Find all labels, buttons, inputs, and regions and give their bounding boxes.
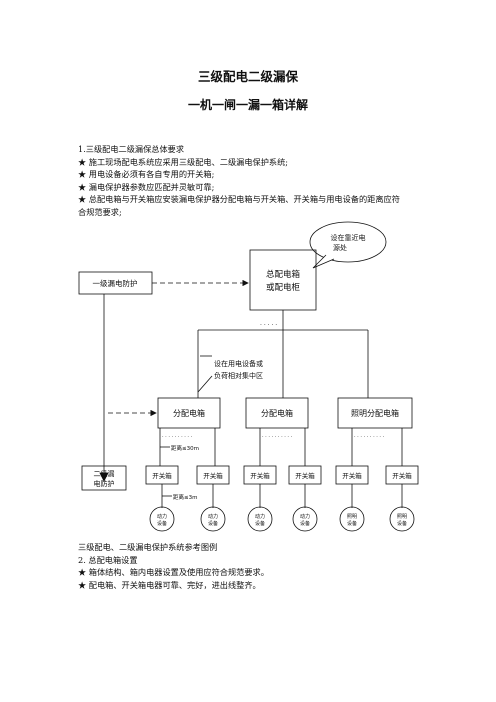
level2-protection-box bbox=[81, 465, 127, 491]
callout-text: 源处 bbox=[333, 243, 347, 252]
section-main-box-settings: 三级配电、二级漏电保护系统参考图例 2. 总配电箱设置 ★ 箱体结构、箱内电器设… bbox=[78, 541, 428, 591]
main-distribution-box bbox=[249, 249, 317, 311]
distribution-box-label: 分配电箱 bbox=[173, 408, 205, 418]
level1-label: 一级漏电防护 bbox=[93, 278, 138, 288]
distribution-box-2 bbox=[245, 397, 309, 429]
device-label: 设备 bbox=[397, 520, 407, 527]
branch-dots: · · · · · · · · · · bbox=[262, 434, 293, 440]
main-box-label: 总配电箱 bbox=[266, 269, 301, 280]
device-label: 设备 bbox=[208, 520, 218, 527]
document-subtitle: 一机一闸一漏一箱详解 bbox=[187, 98, 308, 112]
bus-dots: · · · · · bbox=[260, 322, 277, 329]
device-label: 动力 bbox=[300, 513, 310, 520]
document-title: 三级配电二级漏保 bbox=[197, 69, 298, 84]
level1-arrowhead bbox=[99, 472, 109, 482]
device-label: 照明 bbox=[347, 514, 357, 520]
callout-text: 设在靠近电 bbox=[331, 233, 366, 242]
bullet-item: ★ 漏电保护器参数应匹配并灵敏可靠; bbox=[78, 181, 215, 192]
device-circle bbox=[389, 506, 415, 532]
device-label: 设备 bbox=[157, 520, 167, 527]
switch-box-label: 开关箱 bbox=[250, 471, 270, 480]
main-box-label: 或配电柜 bbox=[266, 282, 301, 293]
section-heading: 2. 总配电箱设置 bbox=[78, 554, 138, 565]
distance-30-label: 距离≤30m bbox=[171, 444, 199, 452]
section-heading: 1.三级配电二级漏保总体要求 bbox=[78, 144, 185, 154]
device-label: 动力 bbox=[157, 513, 167, 520]
switch-box-label: 开关箱 bbox=[342, 471, 362, 480]
device-label: 动力 bbox=[208, 513, 218, 520]
distribution-box-1 bbox=[157, 397, 221, 429]
note-text: 负荷相对集中区 bbox=[214, 371, 263, 380]
distance-3-label: 距离≤3m bbox=[173, 493, 197, 501]
device-circle bbox=[200, 506, 226, 532]
device-label: 动力 bbox=[255, 513, 265, 520]
switch-box-label: 开关箱 bbox=[295, 471, 315, 480]
level2-label: 电防护 bbox=[94, 479, 115, 488]
distribution-box-label: 分配电箱 bbox=[261, 408, 293, 418]
note-pointer bbox=[197, 375, 213, 393]
bullet-item: ★ 总配电箱与开关箱应安装漏电保护器分配电箱与开关箱、开关箱与用电设备的距离应符 bbox=[78, 194, 400, 204]
switch-box-label: 开关箱 bbox=[152, 471, 172, 480]
bullet-item: ★ 配电箱、开关箱电器可靠、完好，进出线整齐。 bbox=[78, 579, 261, 590]
device-circle bbox=[339, 506, 365, 532]
device-circle bbox=[292, 506, 318, 532]
device-circle bbox=[149, 506, 175, 532]
level2-label: 二级漏 bbox=[94, 469, 115, 478]
switch-box-label: 开关箱 bbox=[203, 471, 223, 480]
section-general-requirements: 1.三级配电二级漏保总体要求 ★ 施工现场配电系统应采用三级配电、二级漏电保护系… bbox=[78, 143, 428, 218]
bullet-item: ★ 用电设备必须有各自专用的开关箱; bbox=[78, 169, 215, 179]
device-circle bbox=[247, 506, 273, 532]
callout-bubble bbox=[309, 221, 387, 263]
device-label: 照明 bbox=[397, 514, 407, 520]
switch-box-label: 开关箱 bbox=[392, 471, 412, 480]
bullet-item-continuation: 合规范要求; bbox=[78, 206, 122, 217]
device-label: 设备 bbox=[300, 520, 310, 527]
callout-tail bbox=[312, 254, 335, 269]
device-label: 设备 bbox=[347, 520, 357, 527]
bullet-item: ★ 箱体结构、箱内电器设置及使用应符合规范要求。 bbox=[78, 567, 269, 577]
distribution-box-3 bbox=[337, 397, 413, 429]
diagram-caption: 三级配电、二级漏电保护系统参考图例 bbox=[78, 542, 218, 552]
note-text: 设在用电设备或 bbox=[214, 359, 263, 368]
bullet-item: ★ 施工现场配电系统应采用三级配电、二级漏电保护系统; bbox=[78, 156, 289, 167]
branch-dots: · · · · · · · · · · bbox=[354, 434, 385, 440]
device-label: 设备 bbox=[255, 520, 265, 527]
distribution-box-label: 照明分配电箱 bbox=[351, 408, 399, 418]
branch-dots: · · · · · · · · · · bbox=[162, 434, 193, 440]
